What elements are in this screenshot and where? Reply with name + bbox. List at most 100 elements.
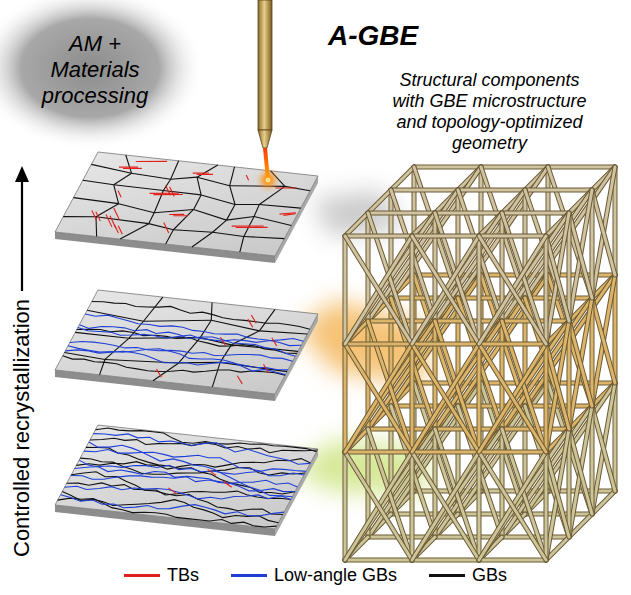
grain-boundary [115,191,125,198]
strut-outline [569,321,592,406]
strut [479,321,569,452]
strut [345,236,412,344]
strut-outline [345,236,412,344]
strut-outline [391,167,414,190]
grain-boundary [188,177,210,195]
strut-outline [345,236,412,344]
grain-boundary [65,473,293,511]
grain-boundary [105,355,179,367]
strut [545,236,548,344]
grain-boundary [114,172,132,186]
grain-boundary [190,209,230,220]
strut-outline [412,234,479,239]
grain-boundary [89,430,315,466]
strut [546,452,569,537]
grain-boundary [197,164,218,179]
grain-boundary [200,320,211,338]
strut [478,344,481,452]
grain-boundary [159,223,174,233]
strut-outline [502,321,546,452]
strut [479,451,546,454]
strut [479,213,569,344]
strut [592,298,615,383]
grain-boundary [116,204,157,213]
strut [569,298,592,429]
strut-outline [479,452,546,560]
strut [592,383,615,514]
grain-boundary [169,161,181,179]
strut [569,213,592,298]
strut-outline [410,344,415,452]
legend-item: Low-angle GBs [231,565,397,586]
strut-outline [345,344,412,452]
grain-boundary [120,222,149,242]
grain-boundary [225,167,240,186]
microstructure-plates [55,152,318,536]
grain-boundary [173,214,188,217]
strut-outline [479,429,569,560]
strut-outline [412,452,479,560]
strut [479,452,546,560]
strut-outline [343,236,348,344]
grain-boundary [283,212,295,216]
lattice-cube [345,167,615,560]
grain-boundary [152,191,166,213]
strut-outline [391,188,458,193]
strut [412,236,479,344]
strut-outline [343,452,348,560]
strut-outline [412,450,479,455]
grain-boundary [227,214,255,223]
legend-text: GBs [472,565,507,586]
strut-outline [546,236,569,321]
process-text: AM + Materials processing [30,31,160,109]
grain-boundary [235,202,259,207]
strut [344,452,347,560]
grain-boundary [105,337,129,361]
strut-outline [368,429,412,560]
strut [435,212,502,215]
strut-outline [546,452,569,537]
strut-outline [479,213,569,344]
grain-boundary [192,231,213,248]
strut [479,236,546,344]
strut-outline [544,344,549,452]
legend-line [231,574,267,577]
strut-outline [479,236,546,344]
strut [545,344,548,452]
strut [411,452,414,560]
strut-outline [345,452,412,560]
strut-outline [569,213,592,298]
strut-outline [435,211,502,216]
strut-outline [548,165,615,170]
strut [345,213,368,236]
plate-face [55,290,318,394]
strut [502,212,569,215]
strut [391,189,458,192]
strut-outline [592,190,615,275]
plate-face [55,425,318,529]
strut [481,166,548,169]
strut [458,189,525,192]
strut-outline [569,429,592,514]
process-axis-label: Controlled recrystallization [9,299,35,557]
strut-outline [412,342,479,347]
grain-boundary [154,192,183,198]
strut-outline [345,450,412,455]
strut-outline [569,406,592,537]
strut-outline [592,406,615,491]
grain-boundary [153,369,166,377]
strut [412,236,479,344]
strut [502,429,546,560]
strut-outline [592,167,615,298]
legend-text: Low-angle GBs [274,565,397,586]
grain-boundary [268,338,281,346]
grain-boundary [230,181,285,192]
strut-outline [414,165,481,170]
strut [345,235,412,238]
grain-boundary [247,315,260,323]
grain-boundary [198,195,238,205]
nozzle [258,0,275,187]
strut-outline [481,165,548,170]
strut-outline [368,211,435,216]
strut-outline [502,213,546,344]
